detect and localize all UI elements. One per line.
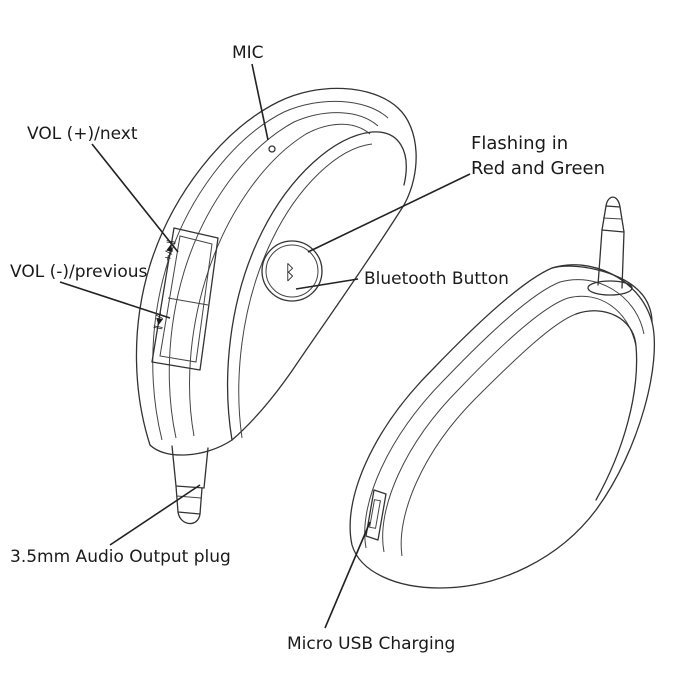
flashing-label-line1: Flashing in — [471, 133, 568, 154]
mic-label: MIC — [232, 43, 264, 63]
right-audio-plug — [587, 196, 633, 296]
vol-plus-label: VOL (+)/next — [27, 124, 138, 144]
audio-plug-label: 3.5mm Audio Output plug — [10, 547, 231, 567]
right-device — [349, 196, 655, 589]
bluetooth-button-label: Bluetooth Button — [364, 269, 509, 289]
flashing-leader — [307, 173, 471, 253]
mic-leader — [251, 63, 269, 141]
bluetooth-button — [261, 240, 323, 302]
micro-usb-port — [365, 489, 387, 541]
vol-minus-leader — [59, 281, 171, 319]
flashing-label-line2: Red and Green — [471, 158, 605, 179]
audio-plug-leader — [109, 484, 201, 546]
bluetooth-leader — [295, 278, 359, 290]
mic-hole — [268, 145, 276, 153]
micro-usb-label: Micro USB Charging — [287, 634, 455, 654]
vol-plus-leader — [91, 143, 179, 253]
micro-usb-leader — [324, 521, 371, 629]
bluetooth-icon: ᛒ — [284, 260, 296, 284]
volume-panel — [151, 227, 219, 371]
vol-minus-label: VOL (-)/previous — [10, 262, 148, 282]
left-device: +/▶‖ ‖◀/- ᛒ — [135, 87, 417, 525]
audio-plug — [171, 445, 209, 525]
